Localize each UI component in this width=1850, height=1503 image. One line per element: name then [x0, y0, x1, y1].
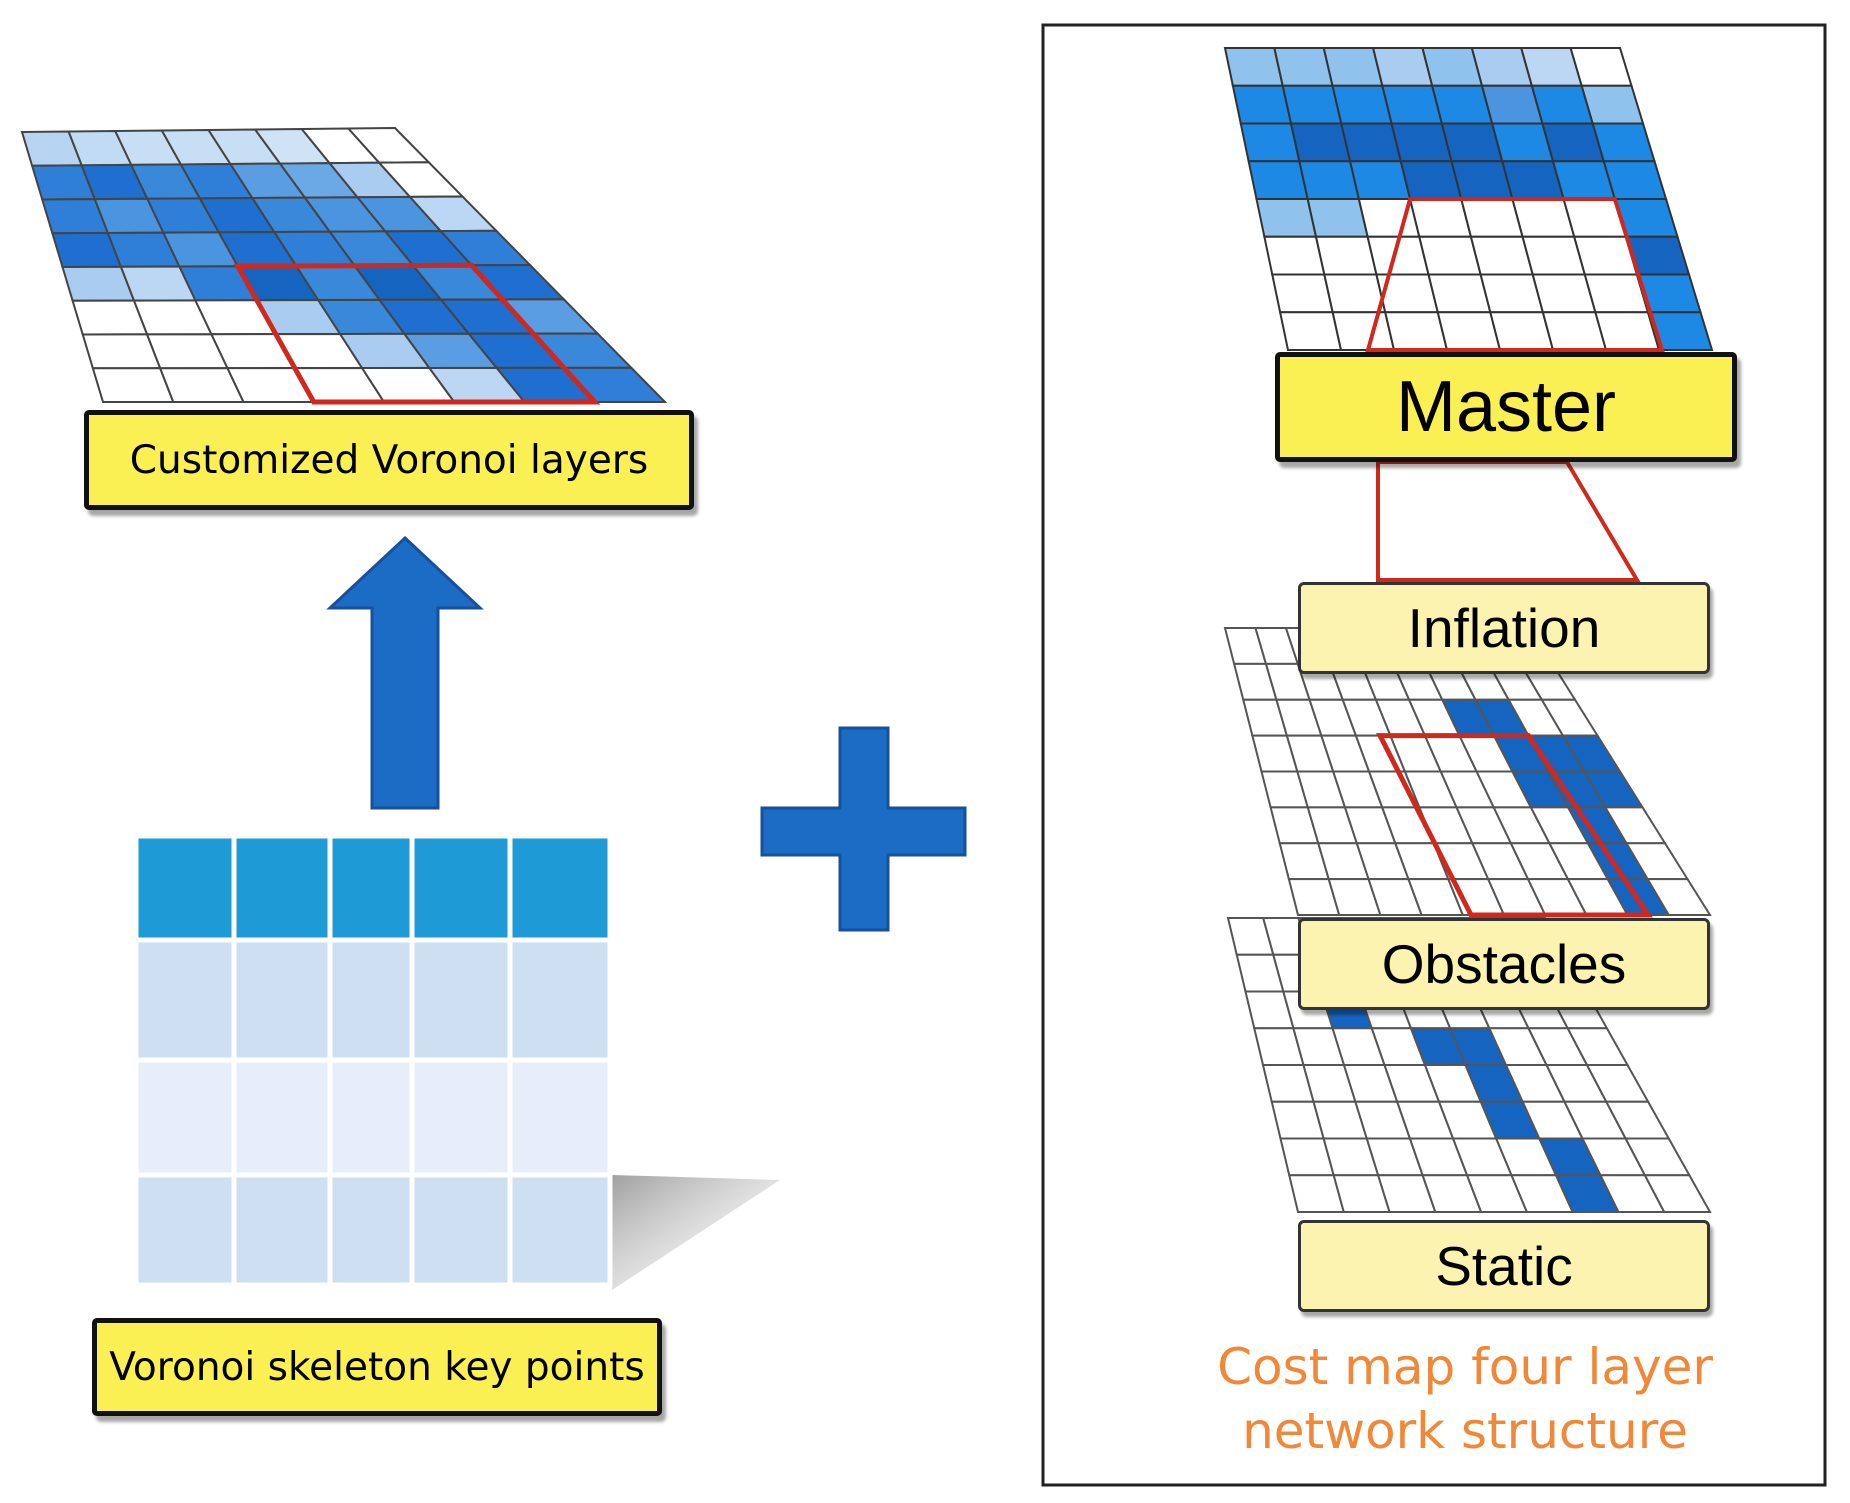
grid-cell	[1602, 160, 1668, 200]
grid-cell	[1263, 235, 1326, 276]
table-cell	[409, 833, 513, 943]
grid-cell	[1323, 273, 1387, 314]
table-cell	[507, 833, 613, 943]
table-cell	[327, 833, 415, 943]
red-highlight-frames	[1365, 197, 1665, 918]
master-red-frame	[1365, 197, 1665, 352]
table-cell	[133, 1057, 237, 1178]
customized-voronoi-layers-label: Customized Voronoi layers	[84, 410, 694, 510]
grid-cell	[1314, 235, 1378, 276]
table-cell	[327, 1057, 415, 1178]
table-cell	[327, 1172, 415, 1288]
table-cell	[231, 833, 333, 943]
table-cell	[507, 937, 613, 1063]
caption-line-1: Cost map four layer	[1217, 1338, 1713, 1396]
grid-cell	[1239, 122, 1301, 163]
grid-cell	[1231, 84, 1293, 125]
grid-cell	[1247, 160, 1309, 200]
grid-cell	[1281, 84, 1343, 125]
inflation-layer-label: Inflation	[1298, 582, 1710, 674]
red-highlight-frame	[233, 262, 601, 405]
table-cell	[507, 1057, 613, 1178]
table-cell	[507, 1172, 613, 1288]
table-cell	[409, 937, 513, 1063]
static-layer-label: Static	[1298, 1220, 1710, 1312]
grid-cell	[1298, 160, 1361, 200]
table-cell	[231, 937, 333, 1063]
left-top-highlight	[233, 262, 601, 405]
grid-cell	[1306, 198, 1369, 238]
grid-cell	[1348, 160, 1412, 200]
table-cell	[409, 1057, 513, 1178]
grid-cell	[1383, 311, 1449, 351]
cost-map-panel	[1041, 23, 1827, 1487]
table-cell	[133, 937, 237, 1063]
grid-cell	[1223, 47, 1284, 87]
table-cell	[409, 1172, 513, 1288]
grid-cell	[1646, 311, 1714, 351]
grid-cell	[1340, 122, 1403, 163]
grid-cell	[1278, 311, 1343, 351]
grid-cell	[1289, 122, 1352, 163]
grid-cell	[1591, 122, 1656, 163]
grid-cell	[1436, 311, 1502, 351]
table-cell	[133, 833, 237, 943]
obstacles-red-frame	[1376, 733, 1653, 918]
table-cell	[231, 1057, 333, 1178]
voronoi-skeleton-key-points-label: Voronoi skeleton key points	[92, 1318, 662, 1416]
caption-line-2: network structure	[1242, 1402, 1688, 1460]
grid-cell	[1273, 47, 1334, 87]
grid-cell	[1271, 273, 1334, 314]
obstacles-layer-label: Obstacles	[1298, 918, 1710, 1010]
inflation-red-frame	[1376, 460, 1641, 582]
table-cell	[327, 937, 415, 1063]
plus-icon	[760, 726, 967, 932]
table-cell	[231, 1172, 333, 1288]
table-shadow	[612, 1175, 780, 1290]
grid-cell	[1427, 273, 1492, 314]
cost-map-caption: Cost map four layer network structure	[1150, 1335, 1780, 1463]
grid-cell	[1645, 878, 1712, 916]
table-cell	[133, 1172, 237, 1288]
grid-cell	[1580, 84, 1645, 125]
master-layer-grid	[1223, 47, 1714, 351]
master-layer-label: Master	[1275, 352, 1737, 462]
grid-cell	[1255, 198, 1318, 238]
grid-cell	[1569, 47, 1633, 87]
grid-cell	[1643, 1174, 1712, 1213]
up-arrow-icon	[326, 535, 484, 810]
grid-cell	[1331, 311, 1396, 351]
skeleton-key-points-table	[133, 833, 613, 1288]
